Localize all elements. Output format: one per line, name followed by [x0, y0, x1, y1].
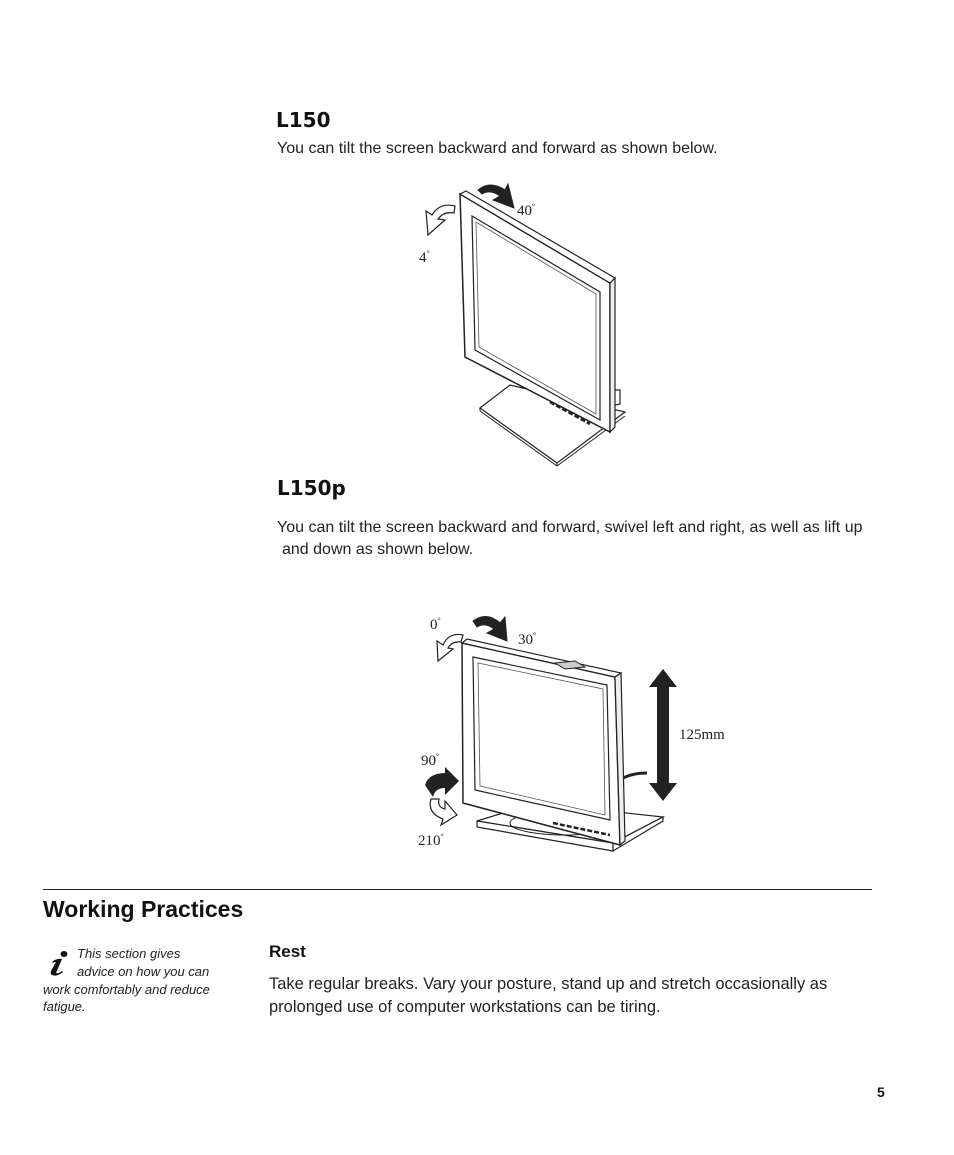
l150-monitor-screen: [471, 214, 601, 422]
l150p-tilt-forward-label: 0°: [430, 616, 441, 633]
section-divider: [43, 889, 872, 890]
side-note-line1: This section gives: [77, 946, 181, 961]
l150-heading: L150: [276, 108, 331, 132]
page-number: 5: [877, 1084, 885, 1100]
side-note-line3: work comfortably and reduce: [43, 982, 210, 997]
tilt-back-arrow-icon: [472, 615, 508, 642]
rest-text-line1: Take regular breaks. Vary your posture, …: [269, 975, 828, 993]
l150p-adjust-figure: [425, 615, 677, 853]
side-note-line4: fatigue.: [43, 999, 86, 1014]
l150p-swivel-b-label: 210°: [418, 832, 444, 849]
l150-control-buttons: [549, 400, 591, 426]
info-icon: [50, 951, 68, 976]
l150p-description-line1: You can tilt the screen backward and for…: [277, 519, 863, 536]
rest-text-line2: prolonged use of computer workstations c…: [269, 998, 661, 1016]
l150-tilt-back-label: 40°: [517, 202, 536, 219]
l150p-heading: L150p: [277, 476, 346, 500]
l150-tilt-figure: [425, 182, 627, 467]
l150p-tilt-back-label: 30°: [518, 631, 537, 648]
lift-double-arrow-icon: [649, 669, 677, 801]
tilt-forward-arrow-icon: [436, 633, 464, 663]
l150p-description-line2: and down as shown below.: [282, 541, 474, 558]
working-practices-heading: Working Practices: [43, 896, 244, 922]
l150p-control-buttons: [552, 821, 611, 837]
l150-description: You can tilt the screen backward and for…: [277, 140, 718, 157]
l150p-swivel-a-label: 90°: [421, 752, 440, 769]
rest-heading: Rest: [269, 942, 306, 961]
side-note-line2: advice on how you can: [77, 964, 210, 979]
tilt-forward-arrow-icon: [425, 204, 456, 237]
swivel-right-arrow-icon: [425, 767, 459, 797]
l150p-lift-label: 125mm: [679, 727, 725, 743]
l150-tilt-forward-label: 4°: [419, 249, 430, 266]
swivel-left-arrow-icon: [429, 798, 458, 827]
l150p-monitor-screen: [472, 656, 611, 821]
tilt-back-arrow-icon: [477, 182, 515, 209]
